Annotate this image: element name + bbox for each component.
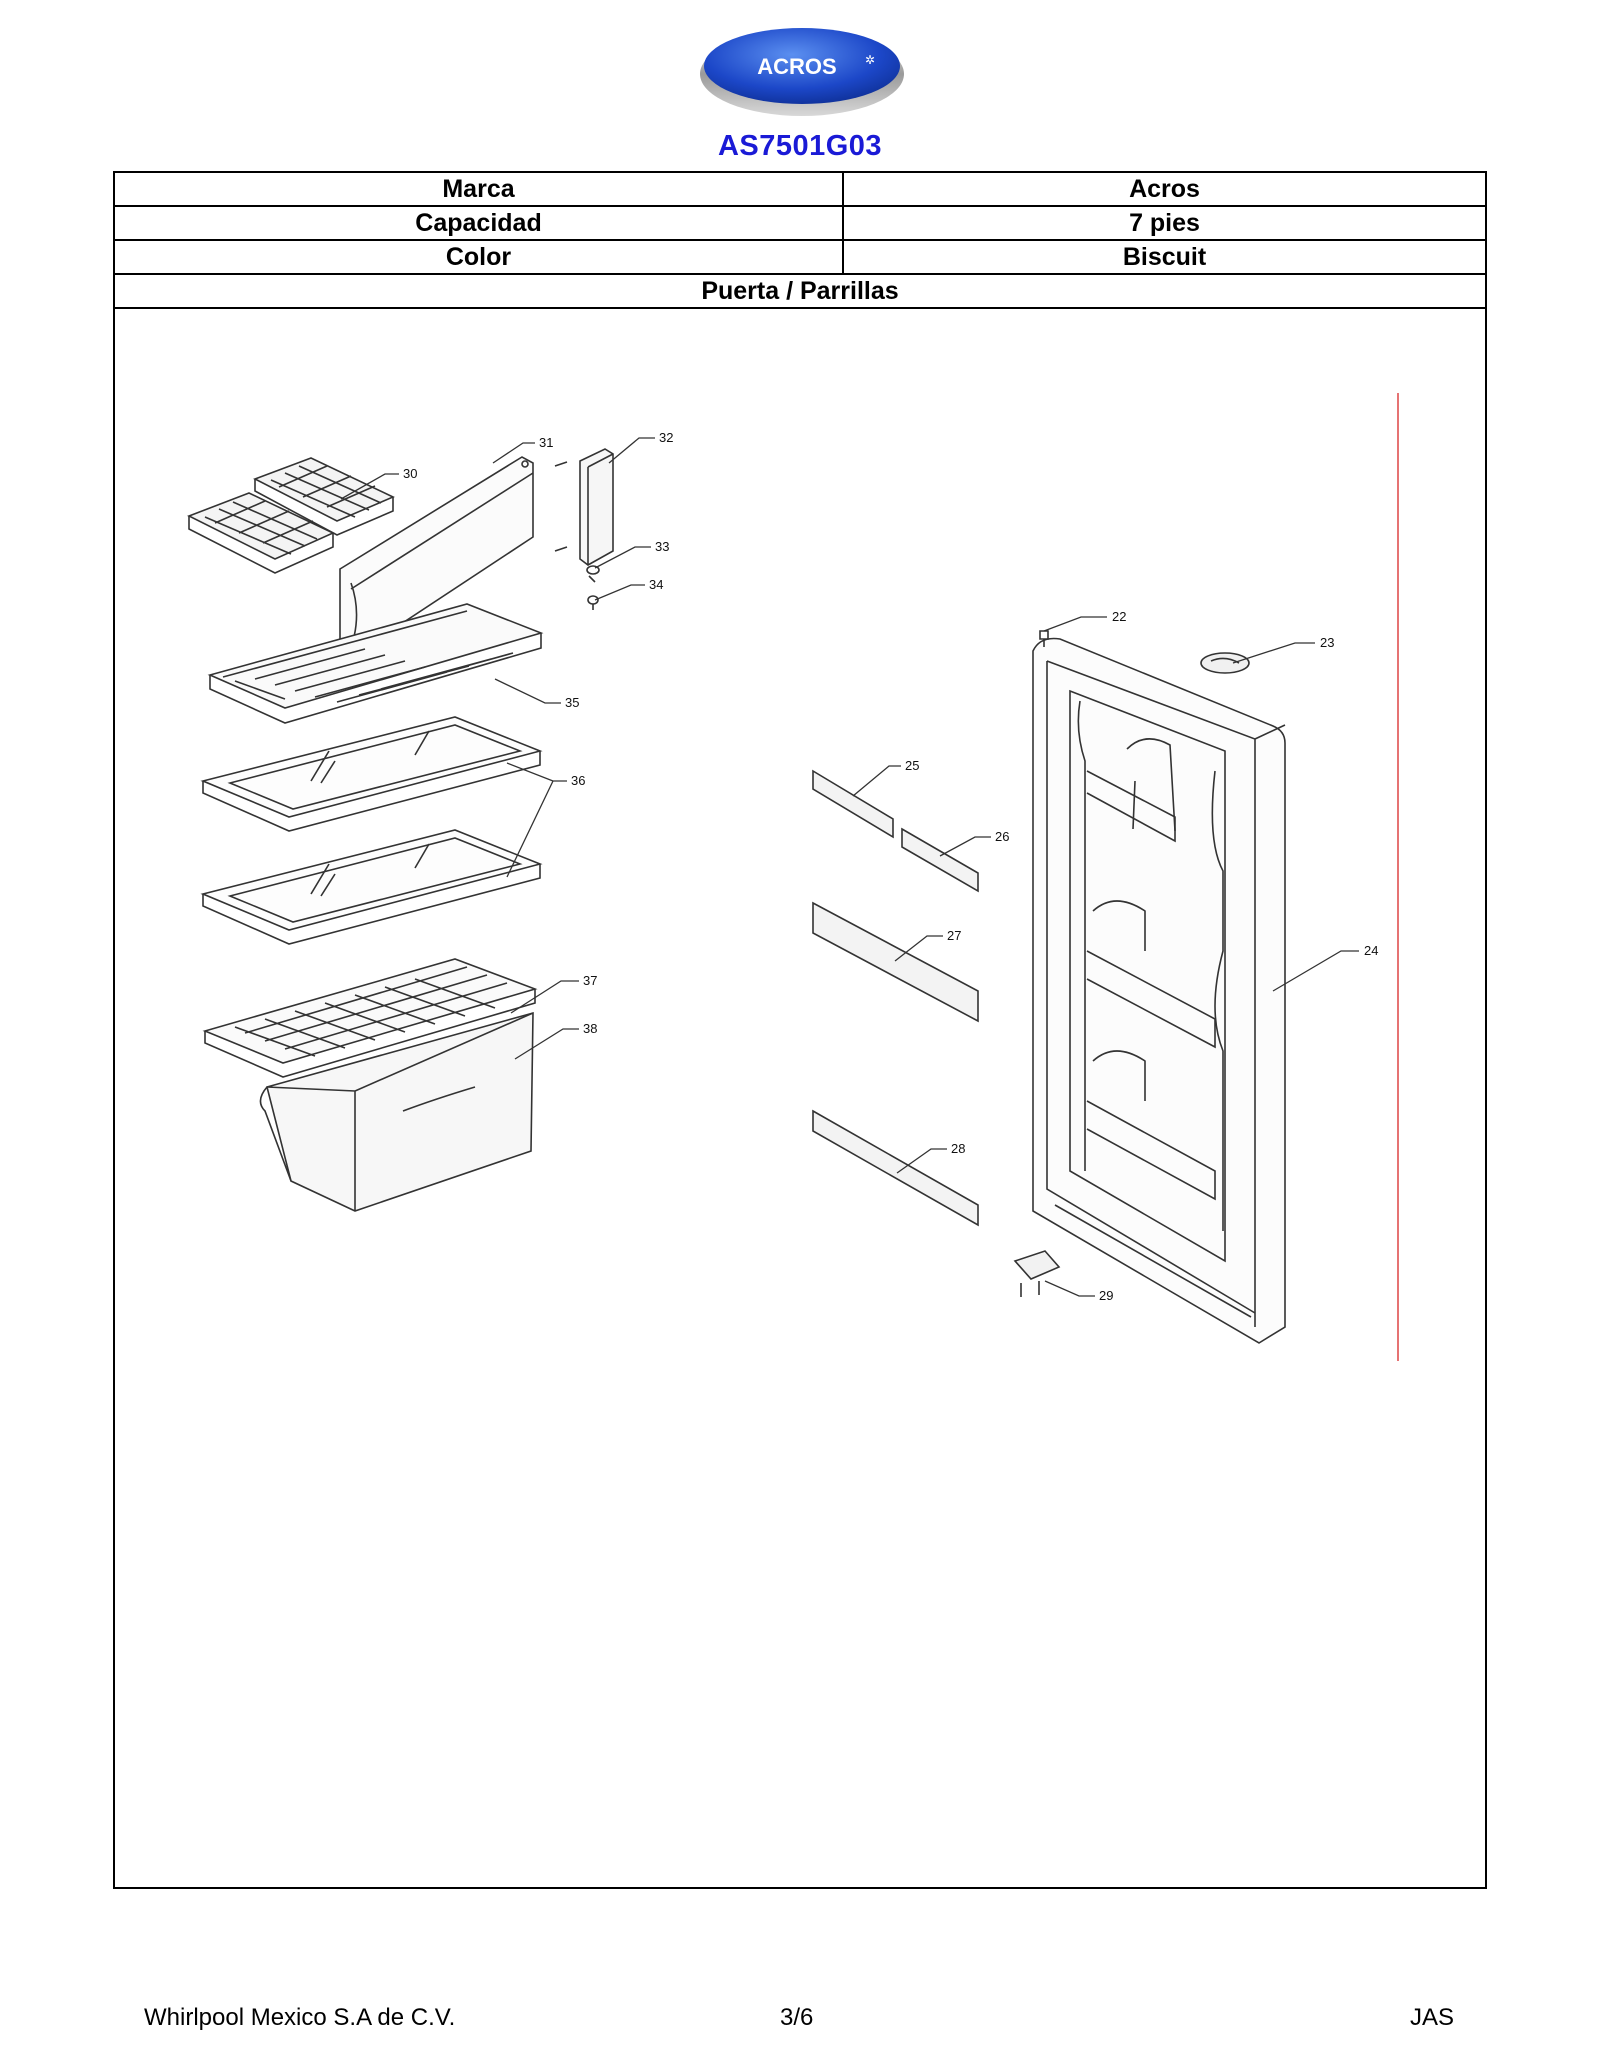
part-label-35: 35: [565, 695, 579, 710]
footer-company: Whirlpool Mexico S.A de C.V.: [144, 2004, 456, 2031]
part-label-29: 29: [1099, 1288, 1113, 1303]
door-bars-parts-25-28: [812, 769, 979, 1227]
shelf-part-35: [207, 603, 544, 724]
spec-row-color: Color Biscuit: [115, 241, 1485, 275]
part-labels: 22 23 24 25 26 27 28 29 30 31 32 33 34 3…: [403, 430, 1378, 1303]
spec-value: 7 pies: [1129, 208, 1200, 237]
spec-row-capacidad: Capacidad 7 pies: [115, 207, 1485, 241]
section-title: Puerta / Parrillas: [701, 276, 899, 305]
part-label-34: 34: [649, 577, 663, 592]
part-label-28: 28: [951, 1141, 965, 1156]
hinge-part-32: [554, 448, 614, 566]
part-label-37: 37: [583, 973, 597, 988]
freezer-flap-part-31: [339, 456, 534, 658]
spec-label: Color: [115, 241, 844, 273]
part-label-27: 27: [947, 928, 961, 943]
spec-row-marca: Marca Acros: [115, 173, 1485, 207]
leader-lines: [340, 437, 1359, 1297]
model-title: AS7501G03: [717, 130, 883, 162]
part-label-38: 38: [583, 1021, 597, 1036]
footer-page-number: 3/6: [780, 2004, 814, 2031]
ice-tray-part-30: [187, 457, 395, 574]
door-part-24: [1032, 637, 1286, 1344]
part-label-26: 26: [995, 829, 1009, 844]
spec-value: Acros: [1129, 174, 1200, 203]
spec-label: Capacidad: [115, 207, 844, 239]
section-title-row: Puerta / Parrillas: [115, 275, 1485, 309]
crisper-cover-part-37: [202, 958, 538, 1078]
crisper-drawer-part-38: [259, 1011, 534, 1212]
svg-text:✲: ✲: [865, 53, 875, 67]
part-label-24: 24: [1364, 943, 1378, 958]
part-label-22: 22: [1112, 609, 1126, 624]
part-label-23: 23: [1320, 635, 1334, 650]
footer-author: JAS: [1410, 2004, 1455, 2031]
parts-sheet: Marca Acros Capacidad 7 pies Color Biscu…: [113, 171, 1487, 1889]
part-label-25: 25: [905, 758, 919, 773]
part-label-33: 33: [655, 539, 669, 554]
glass-shelves-part-36: [200, 716, 543, 945]
door-hardware-parts-22-23-29: [1013, 630, 1250, 1297]
part-label-31: 31: [539, 435, 553, 450]
part-label-32: 32: [659, 430, 673, 445]
part-label-36: 36: [571, 773, 585, 788]
logo-text: ACROS: [757, 54, 836, 79]
part-label-30: 30: [403, 466, 417, 481]
exploded-parts-diagram: 22 23 24 25 26 27 28 29 30 31 32 33 34 3…: [187, 393, 1399, 1361]
hardware-parts-33-34: [586, 565, 600, 610]
spec-label: Marca: [115, 173, 844, 205]
spec-value: Biscuit: [1122, 242, 1207, 271]
acros-logo: ACROS ✲: [700, 28, 904, 116]
